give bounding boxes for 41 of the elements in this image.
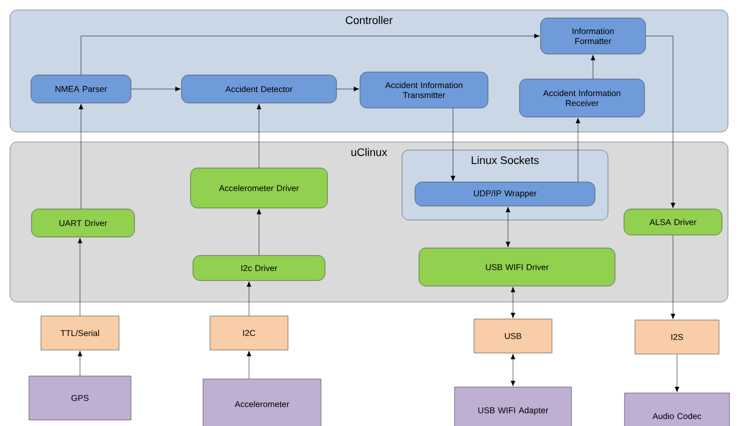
driver-box: ALSA Driver [624,208,722,236]
process-box: Accident Detector [181,74,337,104]
arrow [646,36,676,208]
arrow [510,354,516,386]
process-box: Accident Information Receiver [519,78,645,118]
device-box: USB WIFI Adapter [454,386,572,426]
interface-box: I2S [634,320,720,354]
arrow [506,206,510,248]
arrow [510,286,516,318]
arrow [78,104,84,209]
arrow [131,86,181,92]
arrow [674,354,680,392]
process-box: UDP/IP Wrapper [414,182,596,206]
arrow [256,208,262,256]
arrow [246,281,252,316]
arrow [670,235,676,320]
panel-heading: Linux Sockets [472,156,539,164]
panel-heading: uClinux [351,148,388,156]
interface-box: USB [474,318,552,354]
driver-box: UART Driver [31,208,135,238]
arrow [450,108,456,182]
process-box: Accident Information Transmitter [360,72,488,108]
arrow [576,118,580,182]
arrow [80,34,540,75]
process-box: Information Formatter [540,18,646,54]
device-box: Accelerometer [202,378,322,426]
arrow [256,104,262,168]
process-box: NMEA Parser [30,74,132,104]
driver-box: Accelerometer Driver [190,168,328,208]
arrow [78,350,82,376]
device-box: GPS [28,376,132,420]
arrow [78,238,82,316]
device-box: Audio Codec [624,392,730,426]
panel-heading: Controller [346,16,393,24]
driver-box: USB WIFI Driver [418,248,616,286]
arrow [336,86,360,92]
driver-box: I2c Driver [192,255,326,281]
interface-box: I2C [210,316,288,350]
interface-box: TTL/Serial [40,316,120,350]
arrow [590,54,596,79]
arrow [246,350,252,379]
